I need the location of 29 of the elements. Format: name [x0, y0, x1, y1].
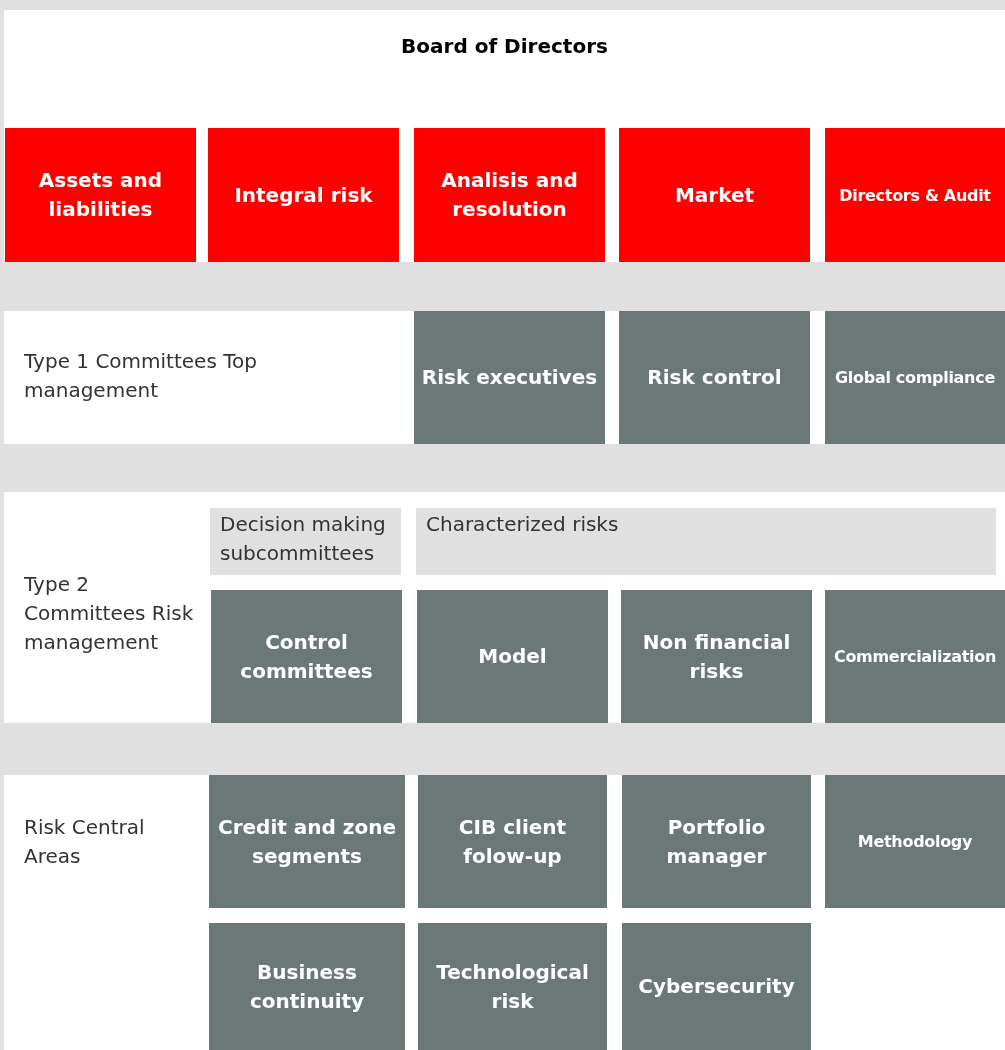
committee-box: Control committees [211, 590, 402, 723]
committee-box: Commercialization [825, 590, 1005, 723]
committee-panel [4, 775, 1005, 1050]
subgroup-heading: Characterized risks [416, 508, 996, 575]
panel-heading: Board of Directors [400, 33, 609, 60]
committee-panel [4, 492, 1005, 723]
committee-box: Non financial risks [621, 590, 812, 723]
committee-box: Assets and liabilities [5, 128, 196, 262]
subgroup-heading: Decision making subcommittees [210, 508, 401, 575]
committee-box: Business continuity [209, 923, 405, 1050]
committee-box: Risk executives [414, 311, 605, 444]
committee-box: Technological risk [418, 923, 607, 1050]
panel-heading: Type 1 Committees Top management [24, 348, 258, 404]
committee-box: Analisis and resolution [414, 128, 605, 262]
committee-box: Risk control [619, 311, 810, 444]
committee-box: Methodology [825, 775, 1005, 908]
panel-heading: Risk Central Areas [24, 814, 146, 870]
committee-box: Directors & Audit [825, 128, 1005, 262]
committee-box: Market [619, 128, 810, 262]
committee-box: Cybersecurity [622, 923, 811, 1050]
committee-box: Credit and zone segments [209, 775, 405, 908]
committee-box: Global compliance [825, 311, 1005, 444]
board-panel [4, 10, 1005, 262]
committee-box: Integral risk [208, 128, 399, 262]
panel-heading: Type 2 Committees Risk management [24, 571, 195, 656]
committee-box: CIB client folow-up [418, 775, 607, 908]
committee-panel [4, 311, 1005, 444]
committee-box: Portfolio manager [622, 775, 811, 908]
committee-box: Model [417, 590, 608, 723]
